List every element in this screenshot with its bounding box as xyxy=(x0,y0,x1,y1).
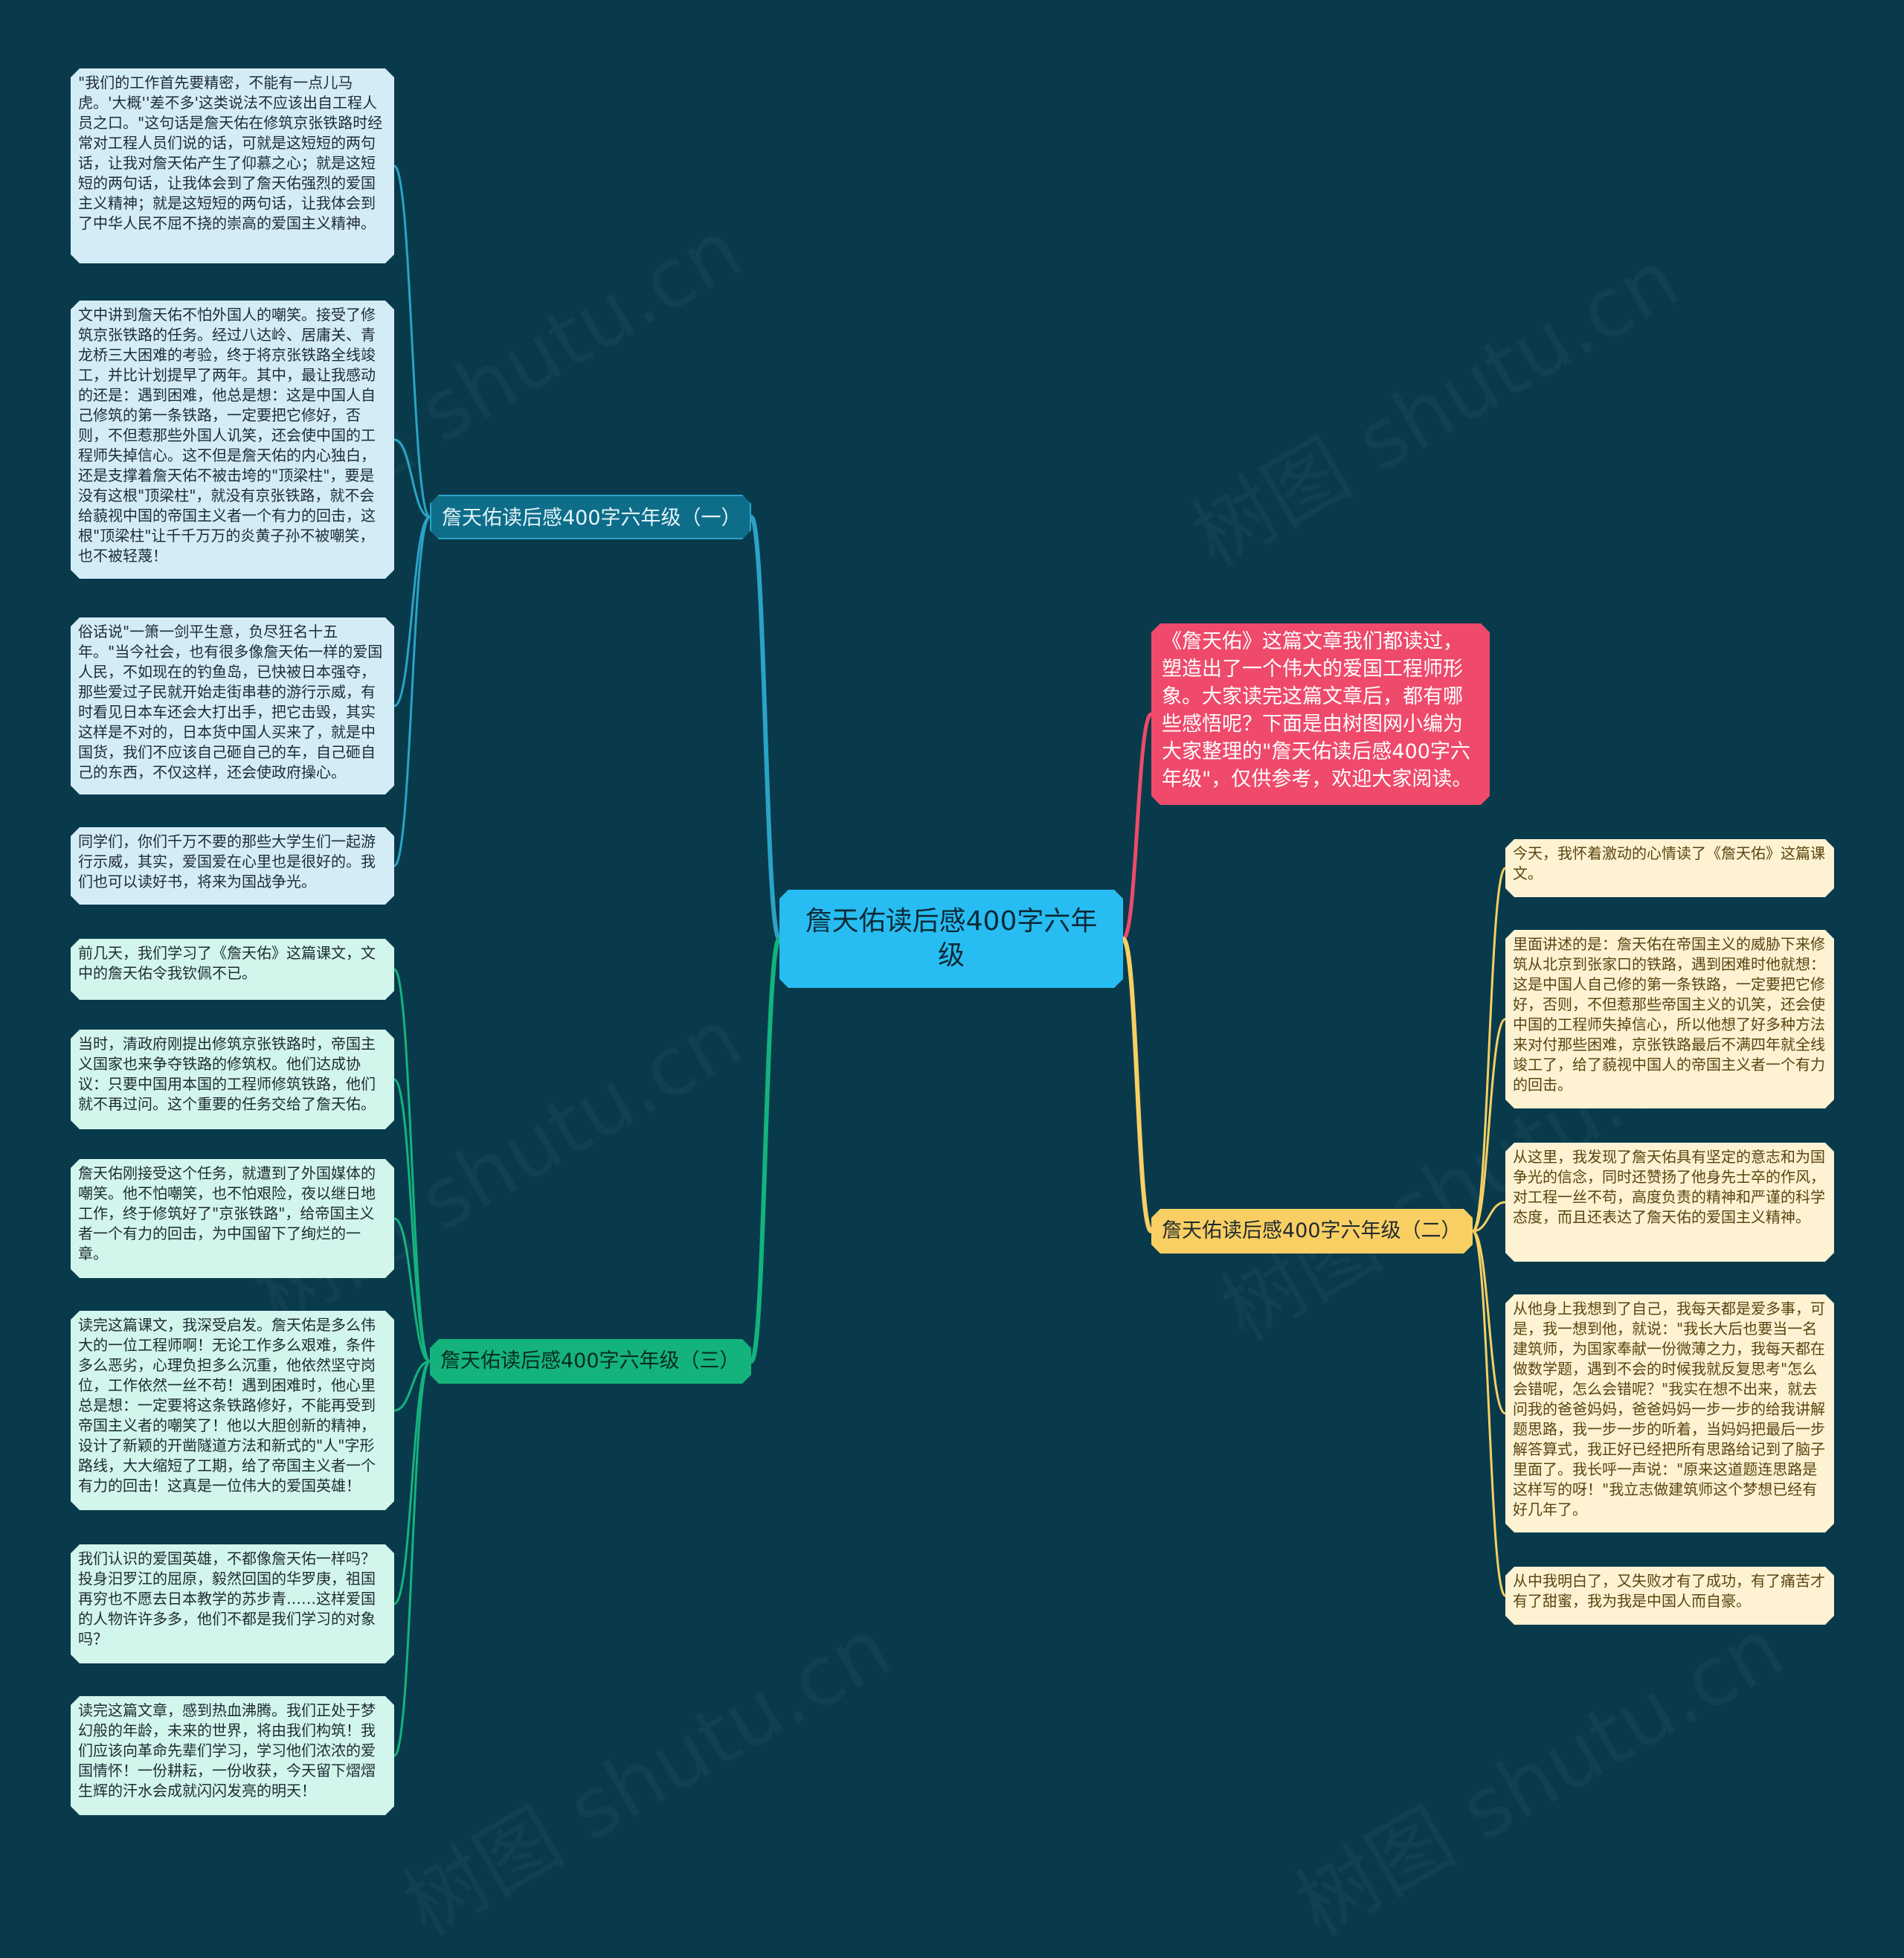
leaf-3-5[interactable]: 我们认识的爱国英雄，不都像詹天佑一样吗？投身汨罗江的屈原，毅然回国的华罗庚，祖国… xyxy=(71,1544,394,1663)
leaf-3-2[interactable]: 当时，清政府刚提出修筑京张铁路时，帝国主义国家也来争夺铁路的修筑权。他们达成协议… xyxy=(71,1030,394,1129)
leaf-1-4[interactable]: 同学们，你们千万不要的那些大学生们一起游行示威，其实，爱国爱在心里也是很好的。我… xyxy=(71,827,394,905)
leaf-3-3[interactable]: 詹天佑刚接受这个任务，就遭到了外国媒体的嘲笑。他不怕嘲笑，也不怕艰险，夜以继日地… xyxy=(71,1159,394,1278)
leaf-1-2[interactable]: 文中讲到詹天佑不怕外国人的嘲笑。接受了修筑京张铁路的任务。经过八达岭、居庸关、青… xyxy=(71,301,394,579)
link-root-intro xyxy=(1121,712,1154,941)
leaf-2-1[interactable]: 今天，我怀着激动的心情读了《詹天佑》这篇课文。 xyxy=(1505,839,1834,897)
connector-lines xyxy=(393,164,1507,1757)
link-branch-1-leaf-2 xyxy=(393,438,431,519)
branch-node-2[interactable]: 詹天佑读后感400字六年级（二） xyxy=(1151,1209,1473,1254)
leaf-3-1[interactable]: 前几天，我们学习了《詹天佑》这篇课文，文中的詹天佑令我钦佩不已。 xyxy=(71,939,394,1000)
link-branch-1-leaf-1 xyxy=(393,164,431,519)
leaf-3-6[interactable]: 读完这篇文章，感到热血沸腾。我们正处于梦幻般的年龄，未来的世界，将由我们构筑！我… xyxy=(71,1696,394,1815)
link-branch-3-leaf-1 xyxy=(393,968,431,1363)
root-title: 詹天佑读后感400字六年级 xyxy=(805,906,1098,971)
link-branch-2-leaf-1 xyxy=(1471,867,1507,1233)
link-branch-3-leaf-3 xyxy=(393,1217,431,1363)
link-branch-1-leaf-4 xyxy=(393,516,431,867)
link-branch-3-leaf-5 xyxy=(393,1360,431,1605)
leaf-2-2[interactable]: 里面讲述的是：詹天佑在帝国主义的威胁下来修筑从北京到张家口的铁路，遇到困难时他就… xyxy=(1505,930,1834,1108)
leaf-2-3[interactable]: 从这里，我发现了詹天佑具有坚定的意志和为国争光的信念，同时还赞扬了他身先士卒的作… xyxy=(1505,1143,1834,1262)
leaf-2-5[interactable]: 从中我明白了，又失败才有了成功，有了痛苦才有了甜蜜，我为我是中国人而自豪。 xyxy=(1505,1567,1834,1625)
link-root-branch-3 xyxy=(749,937,782,1364)
branch-node-1[interactable]: 詹天佑读后感400字六年级（一） xyxy=(430,495,751,539)
link-branch-3-leaf-4 xyxy=(393,1360,431,1412)
mindmap-canvas: 树图 shutu.cn 树图 shutu.cn 树图 shutu.cn 树图 s… xyxy=(0,0,1904,1883)
leaf-1-1[interactable]: "我们的工作首先要精密，不能有一点儿马虎。'大概''差不多'这类说法不应该出自工… xyxy=(71,68,394,263)
intro-node[interactable]: 《詹天佑》这篇文章我们都读过，塑造出了一个伟大的爱国工程师形象。大家读完这篇文章… xyxy=(1151,623,1490,805)
link-branch-2-leaf-2 xyxy=(1472,1018,1506,1233)
leaf-1-3[interactable]: 俗话说"一箫一剑平生意，负尽狂名十五年。"当今社会，也有很多像詹天佑一样的爱国人… xyxy=(71,617,394,795)
link-branch-2-leaf-5 xyxy=(1471,1230,1507,1597)
link-branch-3-leaf-6 xyxy=(393,1360,431,1757)
link-branch-2-leaf-4 xyxy=(1472,1230,1506,1415)
link-branch-2-leaf-3 xyxy=(1472,1201,1506,1233)
link-root-branch-1 xyxy=(749,515,782,941)
root-node[interactable]: 詹天佑读后感400字六年级 xyxy=(779,890,1123,988)
branch-node-3[interactable]: 詹天佑读后感400字六年级（三） xyxy=(430,1339,751,1384)
leaf-2-4[interactable]: 从他身上我想到了自己，我每天都是爱多事，可是，我一想到他，就说："我长大后也要当… xyxy=(1505,1294,1834,1532)
link-branch-3-leaf-2 xyxy=(393,1078,431,1363)
leaf-3-4[interactable]: 读完这篇课文，我深受启发。詹天佑是多么伟大的一位工程师啊！无论工作多么艰难，条件… xyxy=(71,1311,394,1510)
link-root-branch-2 xyxy=(1121,937,1154,1233)
link-branch-1-leaf-3 xyxy=(393,516,431,707)
